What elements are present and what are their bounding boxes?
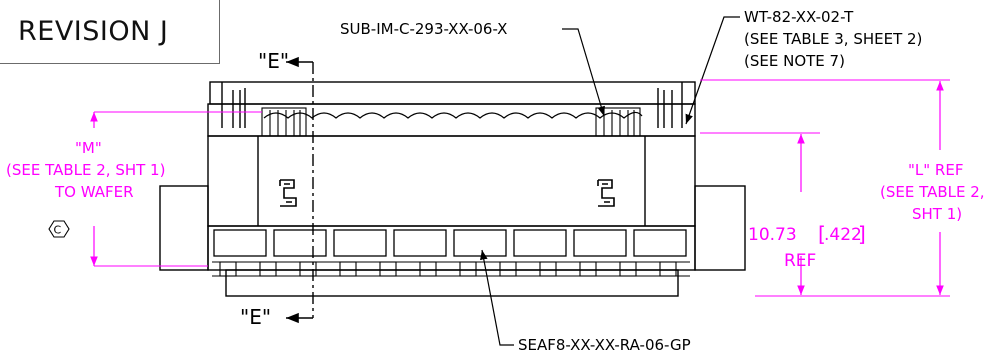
top-cover: [209, 81, 696, 105]
slot-row: [212, 261, 690, 277]
leader-top-left: [562, 28, 605, 117]
callout-top-right-part: WT-82-XX-02-T: [744, 8, 854, 26]
dimension-m-target: TO WAFER: [54, 183, 134, 201]
dimension-m-note: (SEE TABLE 2, SHT 1): [6, 161, 165, 179]
dimension-l: [700, 79, 950, 297]
revision-box: REVISION J: [0, 0, 220, 64]
left-flange: [159, 185, 209, 271]
dimension-height-suffix: REF: [784, 251, 816, 271]
dimension-l-note: (SEE TABLE 2,: [880, 183, 985, 201]
contact-wave: [263, 111, 643, 119]
dimension-m: [90, 111, 262, 267]
left-post-detail: [221, 82, 246, 128]
svg-text:C: C: [54, 224, 62, 237]
left-polarization-mark: [279, 179, 297, 207]
window-row: [213, 229, 687, 257]
callout-top-right-note2: (SEE NOTE 7): [744, 52, 845, 70]
callout-bottom-part: SEAF8-XX-XX-RA-06-GP: [518, 336, 691, 354]
section-label-bottom: "E": [240, 305, 271, 329]
dimension-height-value: 10.73: [748, 225, 797, 245]
critical-dimension-symbol: C: [48, 220, 70, 238]
base-plate: [225, 269, 679, 297]
leader-bottom: [480, 249, 514, 346]
revision-label: REVISION J: [18, 16, 169, 47]
bracket-open: [: [818, 222, 826, 246]
bracket-close: ]: [858, 222, 866, 246]
right-contact-comb: [595, 107, 641, 137]
right-post-detail: [657, 82, 683, 128]
main-housing: [207, 135, 696, 227]
section-label-top: "E": [258, 49, 289, 73]
connector-body: [159, 81, 746, 297]
right-flange: [694, 185, 746, 271]
dimension-height-alt: .422: [824, 225, 862, 245]
dimension-m-label: "M": [75, 139, 102, 157]
left-contact-comb: [261, 107, 307, 137]
callout-top-right-note1: (SEE TABLE 3, SHEET 2): [744, 30, 922, 48]
dimension-l-sheet: SHT 1): [912, 205, 962, 223]
callout-top-left-part: SUB-IM-C-293-XX-06-X: [340, 20, 507, 38]
header-housing: [207, 103, 696, 137]
leader-top-right: [685, 16, 740, 125]
section-line: [286, 56, 314, 324]
dimension-height: [700, 132, 820, 297]
right-polarization-mark: [597, 179, 615, 207]
lower-base: [207, 225, 696, 271]
dimension-l-label: "L" REF: [908, 161, 963, 179]
